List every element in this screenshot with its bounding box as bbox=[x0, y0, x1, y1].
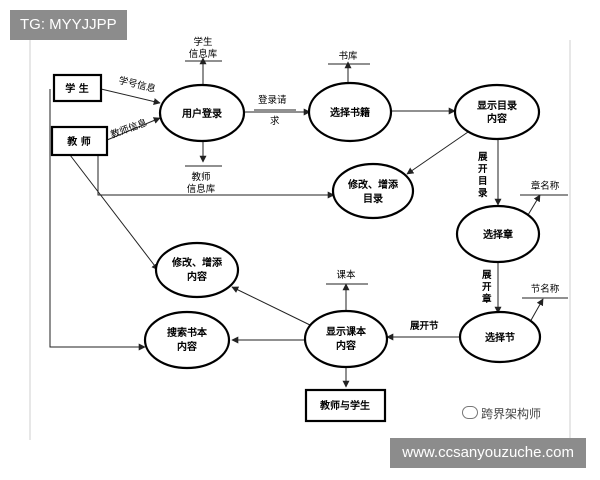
wechat-icon bbox=[462, 406, 478, 419]
store-teacher-db-label-1: 教师 bbox=[191, 171, 210, 183]
svg-text:修改、增添: 修改、增添 bbox=[171, 256, 223, 269]
svg-text:内容: 内容 bbox=[177, 340, 197, 353]
svg-text:显示目录: 显示目录 bbox=[477, 100, 517, 112]
node-modify-content: 修改、增添 内容 bbox=[154, 241, 240, 299]
label-expand-toc-4: 录 bbox=[478, 188, 488, 199]
svg-text:学 生: 学 生 bbox=[65, 82, 88, 95]
svg-text:用户登录: 用户登录 bbox=[181, 107, 222, 120]
node-select-chapter: 选择章 bbox=[455, 204, 541, 264]
svg-text:内容: 内容 bbox=[487, 112, 507, 125]
edge-teacher-to-modify-toc bbox=[97, 155, 335, 199]
node-modify-toc: 修改、增添 目录 bbox=[331, 162, 415, 220]
label-expand-chapter-1: 展 bbox=[482, 270, 492, 281]
label-teacher-info: 教师信息 bbox=[109, 117, 149, 141]
node-show-textbook-content: 显示课本 内容 bbox=[303, 309, 389, 369]
node-show-toc: 显示目录 内容 bbox=[453, 83, 541, 141]
svg-text:教 师: 教 师 bbox=[66, 135, 90, 148]
store-chapter-name-label: 章名称 bbox=[531, 180, 560, 192]
store-student-db-label-2: 信息库 bbox=[189, 48, 218, 60]
edge-student-to-login bbox=[100, 88, 161, 105]
site-url-badge: www.ccsanyouzuche.com bbox=[390, 438, 586, 468]
node-search-book-content: 搜索书本 内容 bbox=[143, 310, 231, 370]
node-student: 学 生 bbox=[52, 73, 103, 103]
label-student-id-info: 学号信息 bbox=[117, 74, 157, 95]
store-section-name-label: 节名称 bbox=[531, 283, 560, 295]
edge-show-toc-to-modify-toc bbox=[406, 131, 469, 175]
store-teacher-db-label-2: 信息库 bbox=[187, 183, 216, 195]
node-teacher-and-student: 教师与学生 bbox=[304, 388, 387, 423]
edge-show-text-to-modify-content bbox=[231, 286, 311, 326]
store-book-db-label: 书库 bbox=[338, 50, 358, 62]
label-expand-chapter-2: 开 bbox=[482, 282, 492, 293]
store-student-db-label-1: 学生 bbox=[193, 36, 213, 48]
store-textbook-label: 课本 bbox=[336, 269, 356, 281]
edge-select-section-to-section-name bbox=[529, 298, 544, 323]
node-select-section: 选择节 bbox=[458, 310, 542, 364]
label-login-request-1: 登录请 bbox=[258, 94, 287, 106]
svg-text:内容: 内容 bbox=[336, 339, 356, 352]
tg-label-badge: TG: MYYJJPP bbox=[10, 10, 127, 40]
svg-text:显示课本: 显示课本 bbox=[326, 325, 367, 338]
watermark-text: 跨界架构师 bbox=[481, 407, 542, 421]
svg-text:搜索书本: 搜索书本 bbox=[167, 326, 208, 339]
svg-text:目录: 目录 bbox=[363, 193, 383, 205]
svg-text:修改、增添: 修改、增添 bbox=[347, 178, 399, 191]
label-expand-chapter-3: 章 bbox=[482, 293, 492, 305]
label-expand-section: 展开节 bbox=[410, 320, 439, 332]
svg-text:选择节: 选择节 bbox=[485, 331, 515, 344]
edge-student-to-search-book bbox=[49, 89, 146, 351]
svg-text:教师与学生: 教师与学生 bbox=[319, 399, 370, 412]
edge-select-chapter-to-chapter-name bbox=[527, 194, 541, 216]
svg-text:选择书籍: 选择书籍 bbox=[330, 106, 370, 119]
label-expand-toc-1: 展 bbox=[478, 152, 488, 163]
label-login-request-2: 求 bbox=[270, 115, 280, 127]
node-user-login: 用户登录 bbox=[158, 83, 246, 143]
label-expand-toc-3: 目 bbox=[478, 176, 488, 187]
watermark: 跨界架构师 bbox=[462, 405, 541, 422]
label-expand-toc-2: 开 bbox=[478, 164, 488, 175]
edge-teacher-to-modify-content bbox=[69, 154, 159, 271]
node-teacher: 教 师 bbox=[50, 125, 109, 157]
edge-teacher-to-login bbox=[106, 117, 161, 141]
svg-text:选择章: 选择章 bbox=[483, 228, 513, 241]
node-select-book: 选择书籍 bbox=[307, 81, 393, 143]
svg-text:内容: 内容 bbox=[187, 270, 207, 283]
